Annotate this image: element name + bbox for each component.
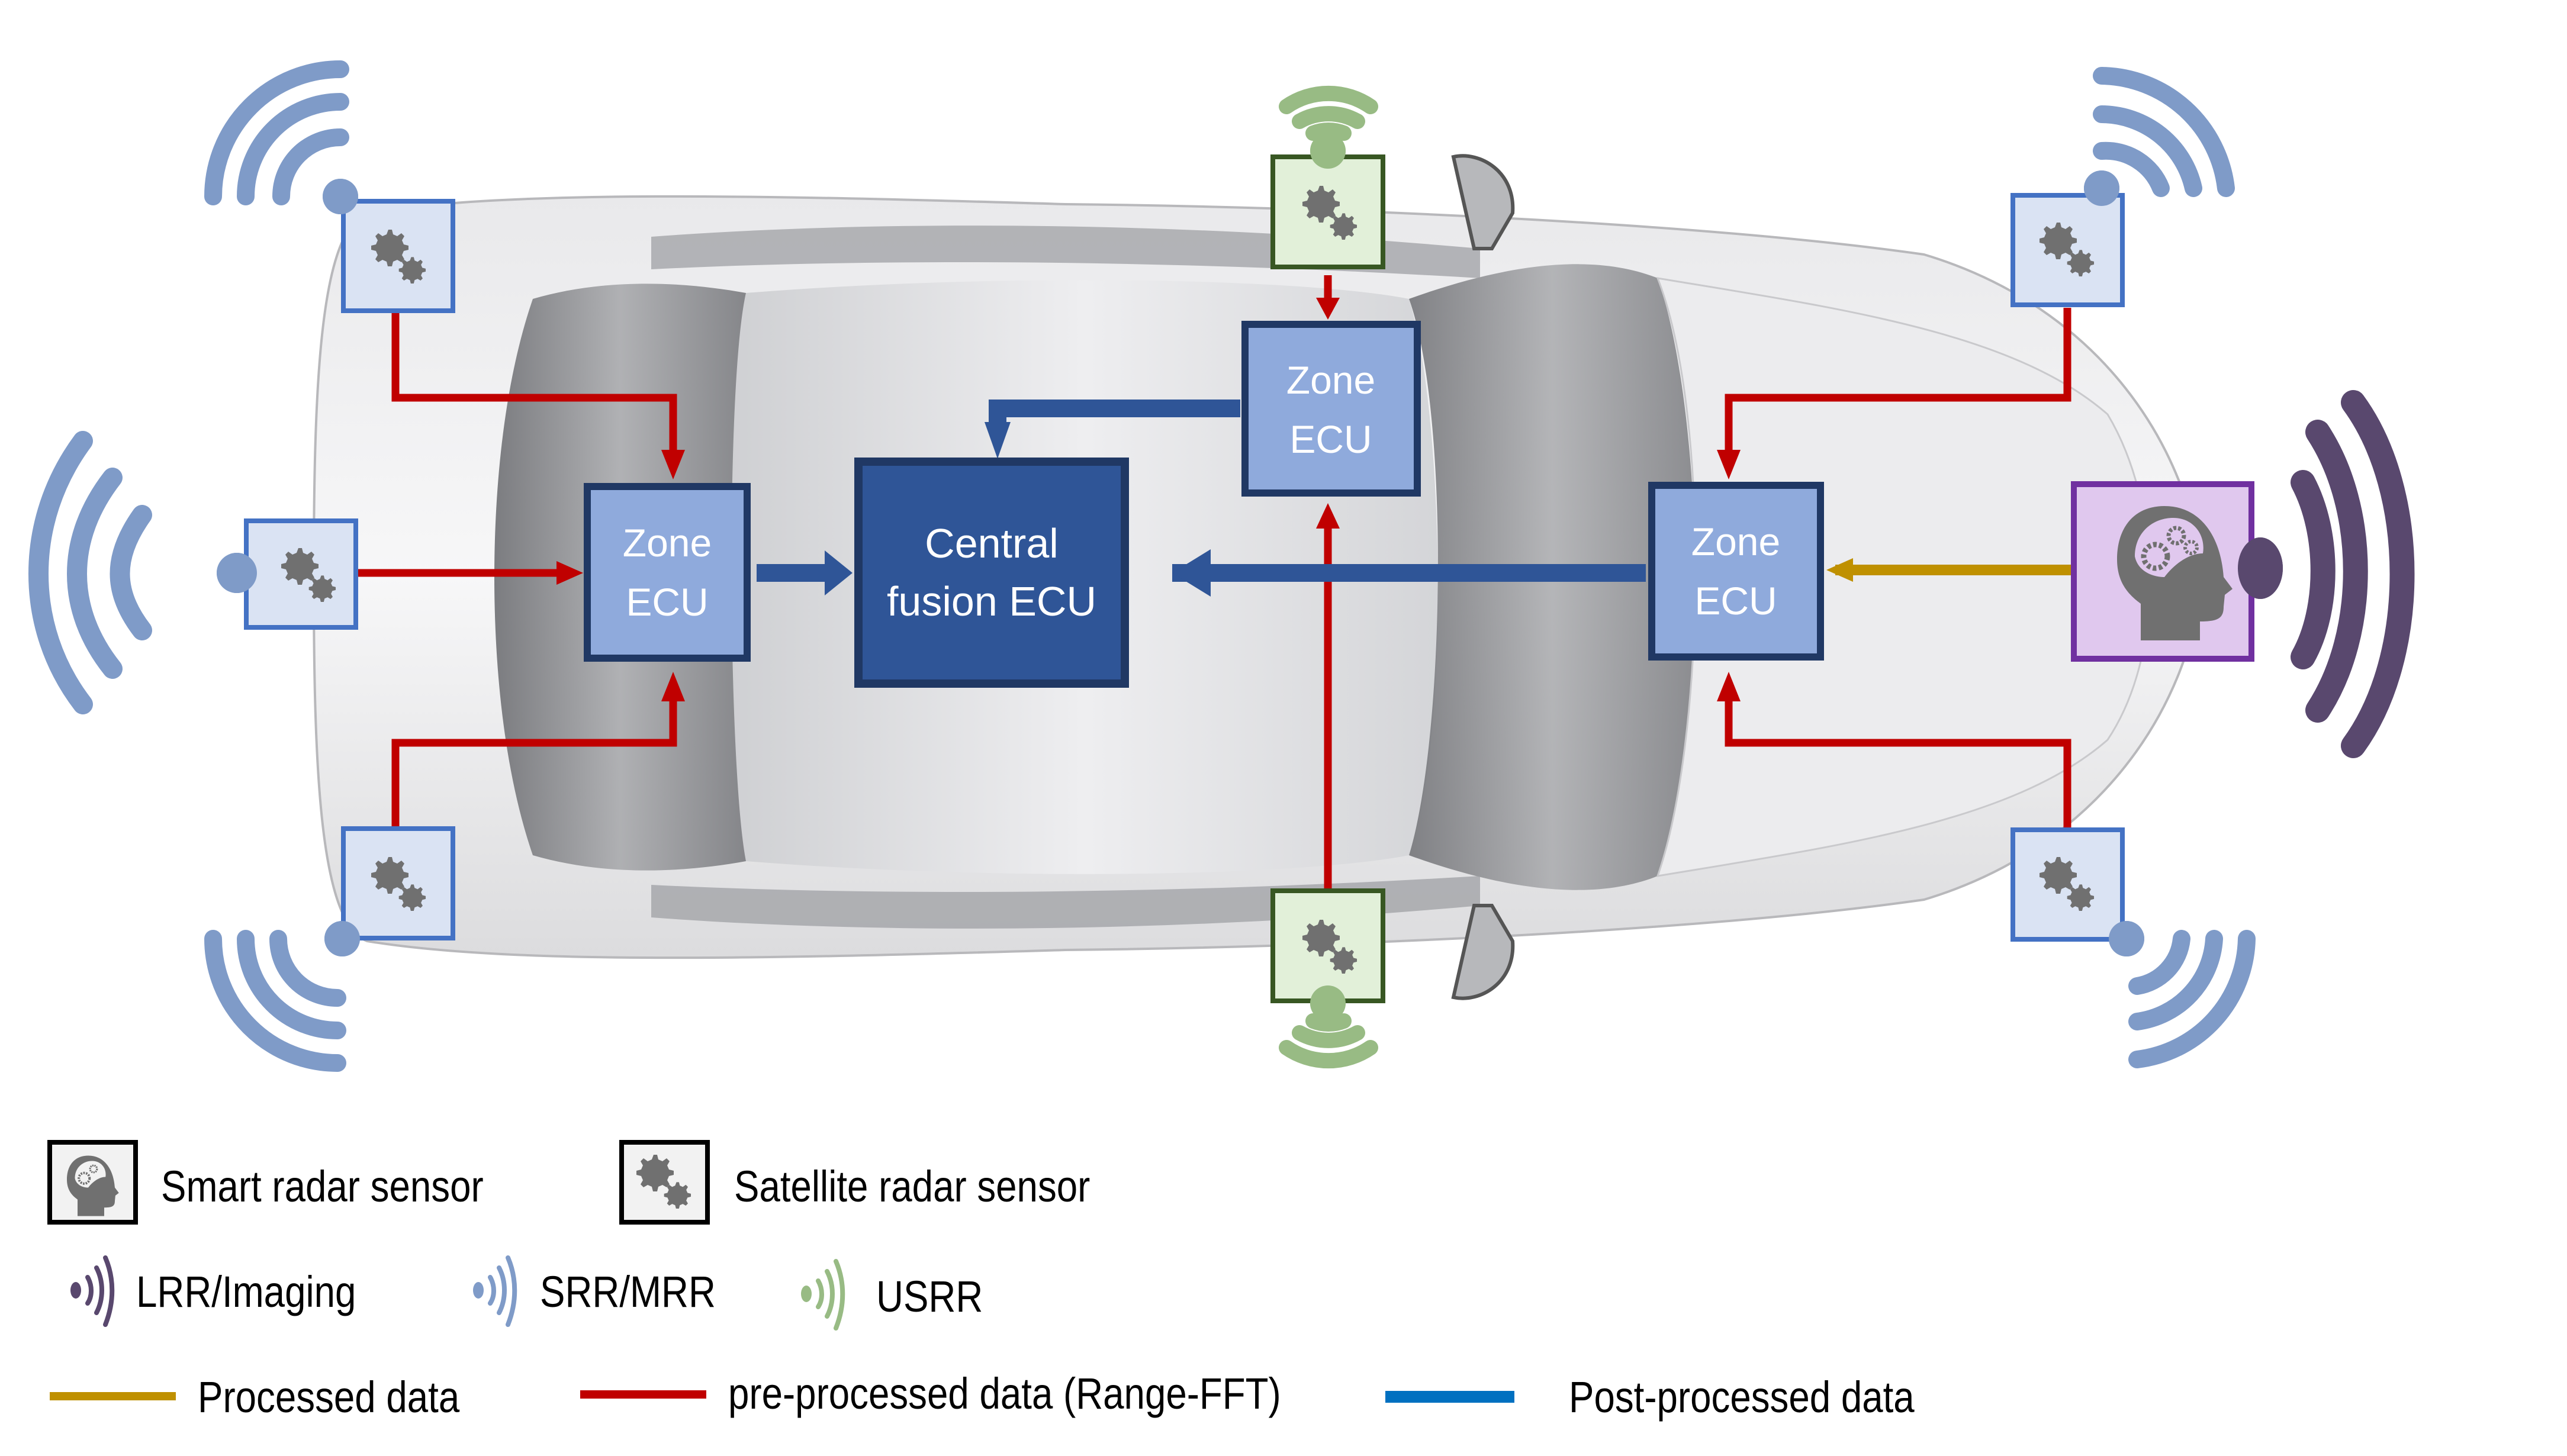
post-processed-arrowheads — [825, 422, 1211, 597]
legend-processed-swatch — [50, 1392, 176, 1400]
central-ecu-line2: fusion ECU — [887, 578, 1096, 624]
processed-data-line — [1826, 558, 2072, 582]
satellite-sensor-rear-left[interactable] — [244, 518, 358, 630]
line-zone-top-to-central — [989, 400, 1240, 426]
zone-ecu-right-line2: ECU — [1694, 579, 1777, 623]
line-front-right-top-to-zone-right — [1725, 308, 2071, 465]
legend-smart-radar-sensor: Smart radar sensor — [161, 1162, 484, 1211]
brain-gears-head-icon — [2117, 506, 2233, 640]
satellite-sensor-front-right-bottom[interactable] — [2011, 827, 2125, 942]
zone-ecu-right-line1: Zone — [1691, 520, 1780, 563]
satellite-sensor-front-right-top[interactable] — [2011, 193, 2125, 307]
legend — [47, 1140, 1514, 1403]
zone-ecu-top-line2: ECU — [1289, 417, 1372, 461]
satellite-sensor-rear-left-corner[interactable] — [341, 826, 455, 940]
legend-lrr-imaging: LRR/Imaging — [136, 1267, 356, 1316]
legend-satellite-sensor-swatch — [619, 1140, 710, 1225]
legend-smart-sensor-swatch — [47, 1140, 138, 1225]
zone-ecu-left-line2: ECU — [626, 580, 708, 624]
legend-satellite-radar-sensor: Satellite radar sensor — [734, 1162, 1091, 1211]
pre-processed-arrowheads — [556, 298, 1741, 701]
line-front-right-bottom-to-zone-right — [1725, 687, 2071, 827]
legend-lrr-icon — [70, 1255, 115, 1327]
legend-post-processed-data: Post-processed data — [1569, 1373, 1915, 1422]
satellite-sensor-top-usrr[interactable] — [1270, 154, 1385, 269]
line-rear-left-corner-to-zone-left — [391, 687, 677, 829]
line-front-left-to-zone-left — [391, 308, 677, 465]
satellite-sensor-front-left[interactable] — [341, 199, 455, 313]
legend-usrr-icon — [801, 1259, 845, 1331]
mirror-top — [1451, 154, 1515, 250]
mirror-bottom — [1451, 904, 1515, 1000]
legend-pre-processed-swatch — [580, 1390, 706, 1399]
zone-ecu-top-line1: Zone — [1286, 358, 1375, 402]
legend-srr-mrr: SRR/MRR — [540, 1267, 716, 1316]
zone-ecu-top[interactable]: Zone ECU — [1241, 321, 1421, 497]
legend-usrr: USRR — [876, 1272, 983, 1321]
zone-ecu-left[interactable]: Zone ECU — [584, 483, 751, 662]
post-processed-data-lines — [757, 400, 1646, 582]
brain-gears-head-icon — [67, 1155, 119, 1216]
legend-pre-processed-data: pre-processed data (Range-FFT) — [728, 1369, 1281, 1418]
zone-ecu-right[interactable]: Zone ECU — [1648, 482, 1824, 661]
legend-srr-icon — [473, 1255, 517, 1327]
srr-wave-rear-left-corner — [204, 921, 360, 1072]
satellite-sensor-bottom-usrr[interactable] — [1270, 888, 1385, 1003]
smart-radar-sensor-front[interactable] — [2071, 481, 2254, 662]
legend-post-processed-swatch — [1385, 1391, 1514, 1403]
central-ecu-line1: Central — [925, 520, 1059, 566]
central-fusion-ecu[interactable]: Central fusion ECU — [854, 458, 1129, 688]
legend-processed-data: Processed data — [198, 1373, 460, 1422]
zone-ecu-left-line1: Zone — [623, 521, 712, 565]
